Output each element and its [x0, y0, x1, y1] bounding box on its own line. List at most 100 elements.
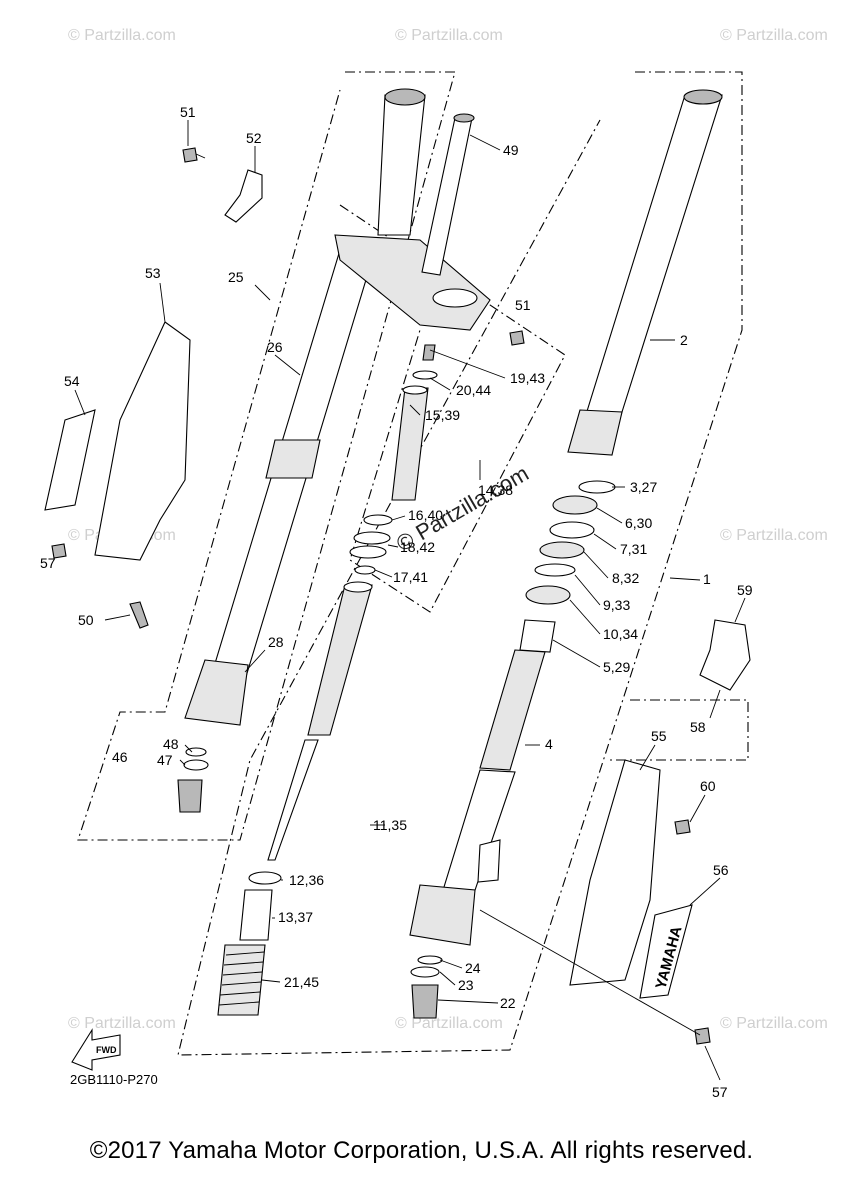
ring-16: [363, 514, 393, 526]
inner-tube-4: [479, 649, 546, 771]
right-fork-assembly: [409, 89, 723, 1019]
caliper-mount: [477, 839, 501, 883]
right-seal-band: [567, 409, 623, 456]
callout-label: 23: [458, 977, 474, 993]
protector-59: [699, 619, 751, 691]
bolt-50: [129, 601, 149, 629]
nut-60: [674, 819, 691, 835]
left-hardware: [51, 147, 525, 813]
callout-label: 55: [651, 728, 667, 744]
right-axle-bracket: [409, 884, 476, 946]
callout-label: 51: [180, 104, 196, 120]
cartridge-assembly: [217, 344, 438, 1016]
diagram-code: 2GB1110-P270: [70, 1072, 158, 1087]
callout-label: 52: [246, 130, 262, 146]
watermark: © Partzilla.com: [720, 527, 828, 544]
callout-label: 15,39: [425, 407, 460, 423]
oring-20: [412, 370, 438, 380]
leader-lines: [74, 120, 746, 1081]
bushing-10: [525, 585, 571, 605]
dust-seal-6: [552, 495, 598, 515]
watermark: © Partzilla.com: [720, 1015, 828, 1032]
callout-label: 2: [680, 332, 688, 348]
washer-23: [410, 966, 440, 978]
callout-label: 14,38: [478, 482, 513, 498]
assembly-boundaries: [77, 71, 749, 1056]
washer-8: [539, 541, 585, 559]
left-tube-top: [384, 88, 426, 106]
callout-label: 57: [40, 555, 56, 571]
right-guard-assembly: YAMAHA: [479, 619, 751, 1045]
cartridge-top: [343, 581, 373, 593]
callout-label: 49: [503, 142, 519, 158]
callout-label: 57: [712, 1084, 728, 1100]
left-fork-guard: [44, 321, 191, 561]
bolt-51-top: [182, 147, 198, 163]
watermark: © Partzilla.com: [68, 1015, 176, 1032]
steering-stem: [421, 117, 473, 276]
damper-top: [402, 385, 428, 395]
callout-label: 48: [163, 736, 179, 752]
left-axle-bracket: [184, 659, 249, 726]
bolt-51-right: [509, 330, 525, 346]
ring-18b: [349, 545, 387, 559]
left-fork-seal-band: [265, 439, 321, 479]
ring-12: [248, 871, 282, 885]
callout-label: 25: [228, 269, 244, 285]
callout-label: 50: [78, 612, 94, 628]
callout-label: 3,27: [630, 479, 657, 495]
ring-18a: [353, 531, 391, 545]
left-outer-tube: [377, 94, 426, 236]
callout-label: 10,34: [603, 626, 638, 642]
ring-17: [354, 565, 376, 575]
callout-label: 58: [690, 719, 706, 735]
drain-bolt-46: [177, 779, 203, 813]
bolt-57-bottom: [694, 1027, 711, 1045]
callout-label: 56: [713, 862, 729, 878]
callout-label: 20,44: [456, 382, 491, 398]
damper-rod: [267, 739, 319, 861]
callout-label: 12,36: [289, 872, 324, 888]
callout-label: 4: [545, 736, 553, 752]
left-fork-boundary: [77, 71, 456, 841]
callout-label: 13,37: [278, 909, 313, 925]
callout-label: 26: [267, 339, 283, 355]
oil-seal-7: [549, 521, 595, 539]
bolt-57-left: [51, 543, 67, 559]
callout-label: 46: [112, 749, 128, 765]
spring-seat-13: [239, 889, 273, 941]
callout-label: 9,33: [603, 597, 630, 613]
bracket-52: [224, 169, 263, 223]
copyright-notice: ©2017 Yamaha Motor Corporation, U.S.A. A…: [89, 1137, 754, 1164]
washer-48: [185, 747, 207, 757]
callout-label: 16,40: [408, 507, 443, 523]
callout-label: 19,43: [510, 370, 545, 386]
callout-label: 24: [465, 960, 481, 976]
fwd-arrow: FWD: [71, 1028, 121, 1071]
fwd-label: FWD: [96, 1045, 117, 1055]
callout-label: 51: [515, 297, 531, 313]
callout-label: 59: [737, 582, 753, 598]
left-fork-assembly: [184, 88, 491, 726]
inner-cartridge-boundary: [339, 204, 566, 613]
callout-label: 28: [268, 634, 284, 650]
callout-label: 7,31: [620, 541, 647, 557]
watermark: © Partzilla.com: [395, 27, 503, 44]
clip-9: [534, 563, 576, 577]
callout-label: 60: [700, 778, 716, 794]
callout-label: 1: [703, 571, 711, 587]
callout-label: 47: [157, 752, 173, 768]
callout-label: 8,32: [612, 570, 639, 586]
right-lower-leg: [439, 769, 516, 906]
guard-boundary: [610, 699, 749, 761]
clamp-bore: [432, 288, 478, 308]
callout-label: 22: [500, 995, 516, 1011]
cartridge-tube-11: [307, 584, 373, 736]
clip-3: [578, 480, 616, 494]
decal-54: [44, 409, 96, 511]
callout-label: 18,42: [400, 539, 435, 555]
watermark: © Partzilla.com: [720, 27, 828, 44]
cap-bolt-19: [422, 344, 436, 361]
guard-55: [569, 759, 661, 986]
